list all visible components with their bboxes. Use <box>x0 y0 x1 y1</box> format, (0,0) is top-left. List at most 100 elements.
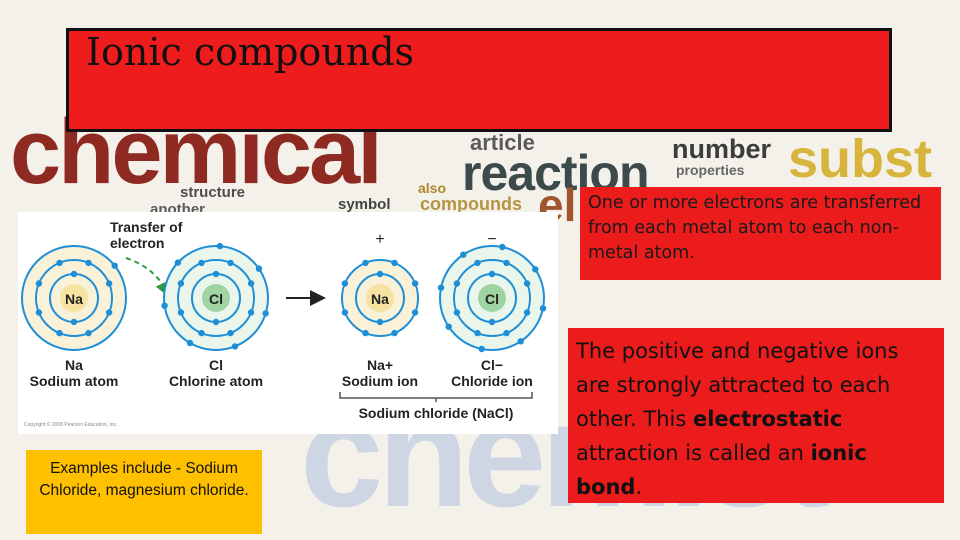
electron-dot <box>488 318 496 326</box>
electron-dot <box>212 270 220 278</box>
examples-text: Examples include - Sodium Chloride, magn… <box>39 460 249 499</box>
collage-word-article: article <box>470 130 535 155</box>
electron-dot <box>255 265 263 272</box>
chloride-ion <box>439 245 545 351</box>
electron-dot <box>391 329 398 337</box>
sodium-symbol: Na <box>65 291 83 307</box>
electron-transfer-text: One or more electrons are transferred fr… <box>588 193 922 263</box>
electron-dot <box>523 280 531 287</box>
collage-word-structure: structure <box>180 184 246 201</box>
electron-dot <box>247 280 255 287</box>
electron-dot <box>488 270 496 278</box>
compound-bracket <box>339 392 533 399</box>
electron-dot <box>376 318 384 326</box>
electron-dot <box>437 284 445 291</box>
electron-dot <box>56 259 63 267</box>
attraction-text-1: The positive and negative ions are stron… <box>576 339 899 431</box>
ionic-bond-box: The positive and negative ions are stron… <box>568 328 944 503</box>
slide-title: Ionic compounds <box>86 30 415 74</box>
electron-dot <box>56 329 63 337</box>
sodium-ion <box>341 259 419 337</box>
electron-dot <box>499 243 506 251</box>
sodium-ion-electrons <box>341 259 419 337</box>
electron-dot <box>70 270 78 278</box>
electron-dot <box>532 266 539 273</box>
transfer-label-2: electron <box>110 235 164 251</box>
electron-dot <box>474 329 481 337</box>
sodium-electrons <box>35 259 118 337</box>
electron-dot <box>391 259 398 267</box>
chloride-ion-caption-name: Chloride ion <box>451 373 533 389</box>
electron-dot <box>523 309 531 316</box>
electron-dot <box>517 338 524 345</box>
chlorine-symbol: Cl <box>209 291 223 307</box>
chloride-ion-symbol: Cl <box>485 291 499 307</box>
electron-dot <box>105 309 113 316</box>
electron-dot <box>376 270 384 278</box>
collage-word-compounds: compounds <box>420 194 522 214</box>
chlorine-electrons <box>161 242 269 350</box>
electron-dot <box>177 309 185 316</box>
minus-sign: − <box>487 231 496 248</box>
electron-dot <box>198 329 205 337</box>
sodium-ion-caption-name: Sodium ion <box>342 373 418 389</box>
electron-dot <box>247 309 255 316</box>
chloride-ion-caption-symbol: Cl− <box>481 357 503 373</box>
collage-word-properties: properties <box>676 162 745 178</box>
electron-dot <box>503 259 510 267</box>
electron-dot <box>111 262 118 269</box>
chlorine-caption-name: Chlorine atom <box>169 373 263 389</box>
attraction-text-3: . <box>635 475 643 499</box>
transfer-label-1: Transfer of <box>110 219 183 235</box>
electron-dot <box>70 318 78 326</box>
electron-dot <box>186 339 194 347</box>
electron-dot <box>411 280 419 287</box>
electron-dot <box>85 259 92 267</box>
ionic-bond-term: ionic bond <box>576 441 867 499</box>
sodium-caption-symbol: Na <box>65 357 83 373</box>
electron-dot <box>453 280 461 287</box>
electron-dot <box>341 309 349 316</box>
collage-word-symbol: symbol <box>338 196 391 213</box>
attraction-text-2: attraction is called an <box>576 441 811 465</box>
electron-dot <box>341 280 349 287</box>
diagram-svg: Na Transfer of electron Cl + Na − <box>21 219 547 428</box>
electron-dot <box>231 343 239 350</box>
electron-dot <box>478 345 485 353</box>
sodium-caption-name: Sodium atom <box>30 373 119 389</box>
chloride-ion-electrons <box>437 243 547 353</box>
electron-dot <box>445 323 452 330</box>
compound-caption: Sodium chloride (NaCl) <box>359 405 514 421</box>
transfer-arrow <box>125 257 171 298</box>
ionic-bond-diagram: Na Transfer of electron Cl + Na − <box>18 212 558 434</box>
electron-dot <box>411 309 419 316</box>
electron-dot <box>35 309 43 316</box>
electron-dot <box>161 302 168 309</box>
electron-dot <box>362 329 369 337</box>
electron-dot <box>539 305 547 312</box>
electron-transfer-box: One or more electrons are transferred fr… <box>580 187 941 280</box>
electron-dot <box>177 280 185 287</box>
plus-sign: + <box>375 231 384 248</box>
electron-dot <box>362 259 369 267</box>
collage-word-also: also <box>418 180 447 196</box>
electron-dot <box>453 309 461 316</box>
title-box <box>66 28 892 132</box>
electron-dot <box>85 329 92 337</box>
electron-dot <box>227 329 234 337</box>
chlorine-atom <box>163 245 269 351</box>
electron-dot <box>460 251 467 258</box>
sodium-ion-symbol: Na <box>371 291 389 307</box>
electron-dot <box>35 280 43 287</box>
examples-box: Examples include - Sodium Chloride, magn… <box>26 450 262 534</box>
collage-word-number: number <box>672 134 772 164</box>
electron-dot <box>262 310 269 317</box>
copyright-note: Copyright © 2008 Pearson Education, Inc. <box>24 421 117 428</box>
chlorine-caption-symbol: Cl <box>209 357 223 373</box>
electron-dot <box>105 280 113 287</box>
collage-word-subst: subst <box>788 129 933 189</box>
electron-dot <box>503 329 510 337</box>
electron-dot <box>216 242 224 250</box>
electron-dot <box>198 259 205 267</box>
electron-dot <box>212 318 220 326</box>
